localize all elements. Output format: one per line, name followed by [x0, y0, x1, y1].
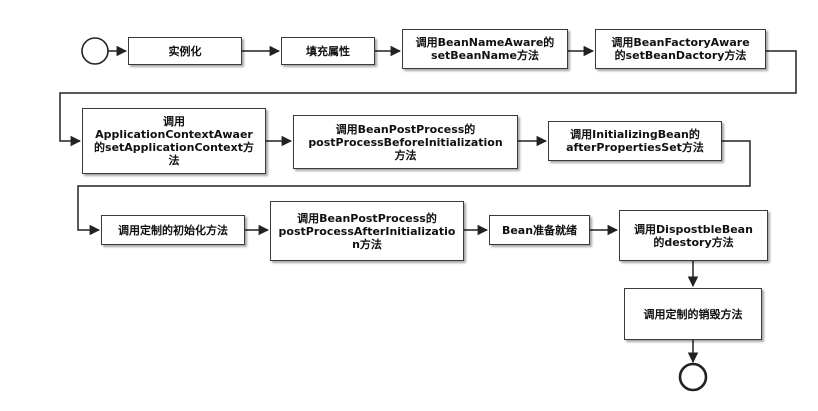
node-initializing-bean: 调用InitializingBean的 afterPropertiesSet方法: [548, 121, 722, 161]
node-bean-factory-aware: 调用BeanFactoryAware 的setBeanDactory方法: [595, 29, 766, 69]
edge-initializingbean-custominit: [77, 140, 751, 236]
node-label: 填充属性: [306, 44, 350, 58]
edge-beanfactoryaware-appcontextaware: [59, 50, 797, 147]
node-label: 调用BeanFactoryAware 的setBeanDactory方法: [611, 36, 750, 62]
node-label: 调用BeanPostProcess的 postProcessAfterIniti…: [278, 211, 456, 251]
node-label: 调用定制的初始化方法: [118, 223, 228, 237]
node-instantiate: 实例化: [128, 37, 242, 65]
node-custom-init: 调用定制的初始化方法: [101, 215, 245, 245]
node-app-context-aware: 调用 ApplicationContextAwaer 的setApplicati…: [82, 108, 266, 174]
node-label: 调用DispostbleBean 的destory方法: [634, 222, 753, 249]
node-bean-ready: Bean准备就绪: [489, 215, 590, 245]
node-label: 调用InitializingBean的 afterPropertiesSet方法: [566, 128, 704, 154]
node-post-after-init: 调用BeanPostProcess的 postProcessAfterIniti…: [270, 201, 464, 261]
node-disposable-bean: 调用DispostbleBean 的destory方法: [619, 210, 768, 261]
node-label: 实例化: [168, 44, 202, 58]
node-label: 调用 ApplicationContextAwaer 的setApplicati…: [94, 115, 254, 167]
end-node: [678, 362, 708, 392]
node-post-before-init: 调用BeanPostProcess的 postProcessBeforeInit…: [293, 115, 518, 169]
node-populate: 填充属性: [281, 37, 375, 65]
node-label: 调用定制的销毁方法: [643, 307, 743, 321]
start-node: [81, 37, 109, 65]
node-label: 调用BeanPostProcess的 postProcessBeforeInit…: [308, 122, 503, 162]
node-bean-name-aware: 调用BeanNameAware的 setBeanName方法: [402, 29, 568, 69]
node-label: Bean准备就绪: [501, 223, 578, 237]
node-label: 调用BeanNameAware的 setBeanName方法: [415, 36, 555, 62]
node-custom-destroy: 调用定制的销毁方法: [624, 288, 762, 340]
